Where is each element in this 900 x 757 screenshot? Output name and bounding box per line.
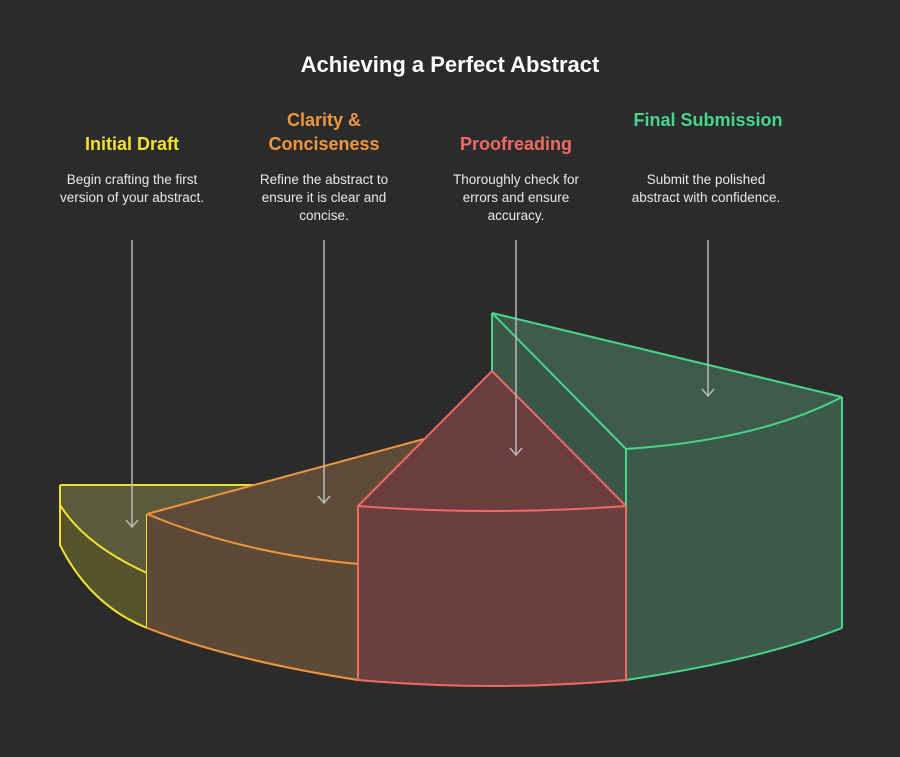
diagram-title: Achieving a Perfect Abstract [300, 52, 600, 77]
segment-final-submission [491, 312, 843, 681]
arrow-step-1 [125, 240, 139, 529]
step-3-description: Thoroughly check for errors and ensure a… [452, 172, 580, 223]
segment-clarity-conciseness [146, 438, 425, 681]
arrow-step-3 [509, 240, 523, 457]
step-4-title: Final Submission [633, 110, 783, 130]
step-1-description: Begin crafting the first version of your… [59, 172, 205, 205]
step-2-description: Refine the abstract to ensure it is clea… [259, 172, 389, 223]
arrow-step-4 [701, 240, 715, 398]
step-3-title: Proofreading [459, 134, 572, 154]
step-1-title: Initial Draft [84, 134, 179, 154]
segment-proofreading [357, 369, 627, 687]
step-4-description: Submit the polished abstract with confid… [631, 172, 781, 205]
step-2-title: Clarity & Conciseness [268, 110, 380, 154]
arrow-step-2 [317, 240, 331, 505]
